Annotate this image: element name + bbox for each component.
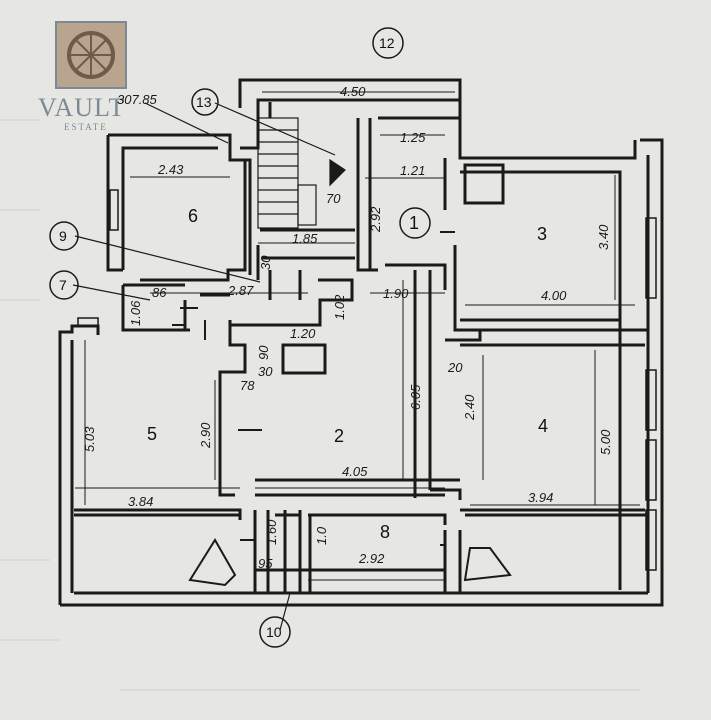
dim-2-87: 2.87: [227, 283, 254, 298]
room-8-label: 8: [380, 522, 390, 542]
dim-room3-depth: 3.40: [596, 224, 611, 250]
room-3-label: 3: [537, 224, 547, 244]
dim-78: 78: [240, 378, 255, 393]
dim-30a: 30: [258, 255, 273, 270]
callout-leaders: [72, 102, 336, 631]
door-markers: [172, 231, 455, 546]
dim-1-21: 1.21: [400, 163, 425, 178]
logo-brand: VAULT: [38, 93, 125, 122]
dim-2-40-mid: 2.40: [462, 394, 477, 421]
dim-room4-depth: 5.00: [598, 429, 613, 455]
callout-10-label: 10: [266, 624, 282, 640]
callout-10-circle: [259, 616, 291, 648]
dim-1-85: 1.85: [292, 231, 318, 246]
dim-1-25: 1.25: [400, 130, 426, 145]
dim-307-85: 307.85: [117, 92, 158, 107]
dim-1-20: 1.20: [290, 326, 316, 341]
callout-circles: [49, 27, 431, 648]
callout-9-label: 9: [59, 228, 67, 244]
dim-room5-width: 3.84: [128, 494, 153, 509]
dim-2-90: 2.90: [198, 422, 213, 449]
callout-12-circle: [372, 27, 404, 59]
room-5-label: 5: [147, 424, 157, 444]
dim-20: 20: [447, 360, 463, 375]
callout-13-label: 13: [196, 94, 212, 110]
dim-1-02: 1.02: [332, 294, 347, 320]
dim-1-06: 1.06: [128, 300, 143, 326]
dim-room3-width: 4.00: [541, 288, 567, 303]
callout-13-circle: [191, 88, 219, 116]
paper-texture: [0, 119, 640, 691]
dim-95: 95: [258, 556, 273, 571]
dim-6-05: 6.05: [408, 384, 423, 410]
windows: [77, 189, 657, 571]
dim-70: 70: [326, 191, 341, 206]
dim-room6-width: 2.43: [157, 162, 184, 177]
dim-room5-depth: 5.03: [82, 426, 97, 452]
dim-1-90: 1.90: [383, 286, 409, 301]
room-1-circle: [399, 207, 431, 239]
dimension-lines: [75, 91, 640, 581]
dim-1-0: 1.0: [314, 526, 329, 545]
callout-7-circle: [49, 270, 79, 300]
callout-9-circle: [49, 221, 79, 251]
walls: [58, 78, 664, 607]
dim-2-92-vertical: 2.92: [368, 206, 383, 233]
dim-30b: 30: [258, 364, 273, 379]
dim-room8-width: 2.92: [358, 551, 385, 566]
room-2-label: 2: [334, 426, 344, 446]
callout-12-label: 12: [379, 35, 395, 51]
dim-1-60: 1.60: [264, 519, 279, 545]
dim-room2-width: 4.05: [342, 464, 368, 479]
logo-tagline: ESTATE: [64, 122, 108, 132]
room-6-label: 6: [188, 206, 198, 226]
room-1-label: 1: [409, 213, 419, 233]
callout-7-label: 7: [59, 277, 67, 293]
vault-estate-logo: VAULT ESTATE: [38, 21, 127, 132]
staircase: [257, 117, 346, 229]
sink-fixtures: [188, 538, 512, 587]
dim-room4-width: 3.94: [528, 490, 553, 505]
dim-86: 86: [152, 285, 167, 300]
dim-balcony-width: 4.50: [340, 84, 366, 99]
room-4-label: 4: [538, 416, 548, 436]
dim-90: 90: [256, 345, 271, 360]
